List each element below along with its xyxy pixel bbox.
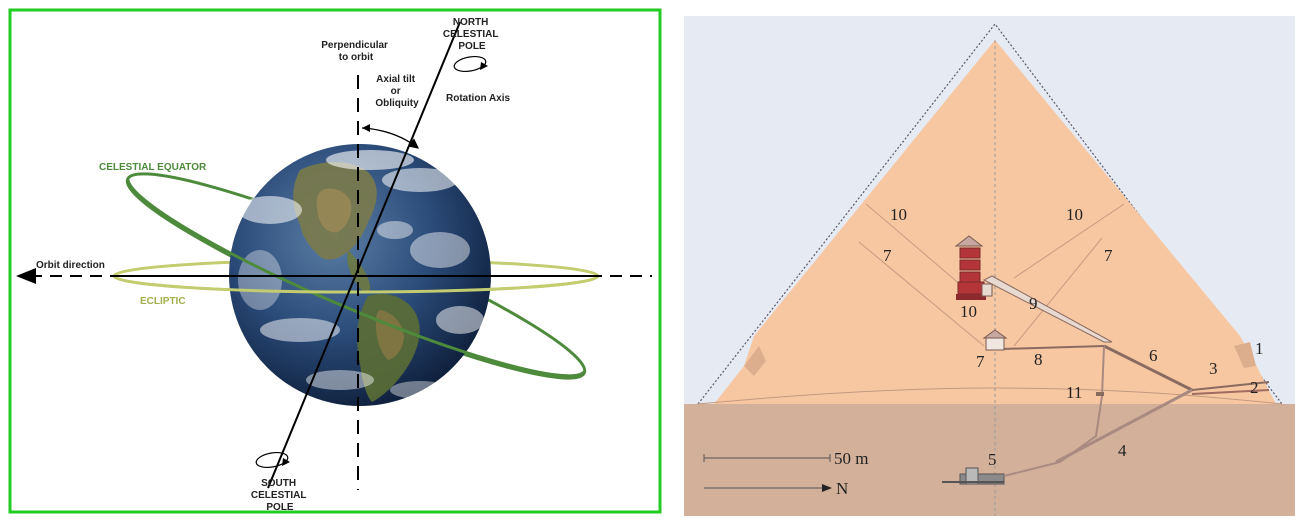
south-pole-label: SOUTH CELESTIAL POLE [251, 478, 309, 513]
ground [684, 404, 1295, 516]
pyramid-outline [697, 23, 1283, 405]
entrance-passage [1191, 381, 1270, 391]
label-7-left: 7 [883, 246, 892, 265]
label-5: 5 [988, 450, 997, 469]
label-7-bottom: 7 [976, 352, 985, 371]
celestial-equator-label: CELESTIAL EQUATOR [99, 162, 207, 173]
label-7-right: 7 [1104, 246, 1113, 265]
orbit-direction-label: Orbit direction [36, 260, 105, 271]
orbit-arrow-icon [16, 268, 36, 284]
celestial-equator-front [126, 179, 586, 378]
south-rotation-arrow-icon [255, 451, 290, 469]
air-shafts [858, 203, 1125, 347]
label-6: 6 [1149, 346, 1158, 365]
axial-tilt-label: Axial tilt or Obliquity [375, 74, 419, 109]
horizontal-passage [1001, 345, 1105, 350]
pyramid-cross-section-diagram: 1 2 3 4 5 6 7 7 7 8 9 10 10 10 11 50 m N [684, 16, 1295, 516]
subterranean-chamber [942, 461, 1061, 485]
north-rotation-arrow-icon [453, 55, 488, 73]
scale-bar: 50 m [703, 449, 868, 468]
earth-axial-tilt-diagram: NORTH CELESTIAL POLE Perpendicular to or… [8, 8, 662, 514]
north-arrow: N [704, 479, 848, 498]
ecliptic-front [112, 275, 600, 294]
ascending-passage [1103, 344, 1193, 392]
rotation-axis-label: Rotation Axis [446, 93, 511, 104]
north-label: N [836, 479, 848, 498]
ecliptic-label: ECLIPTIC [140, 296, 186, 307]
kings-chamber [954, 235, 993, 300]
label-3: 3 [1209, 359, 1218, 378]
label-8: 8 [1034, 350, 1043, 369]
scale-label: 50 m [834, 449, 868, 468]
north-arrow-icon [822, 484, 832, 492]
perpendicular-label: Perpendicular to orbit [321, 40, 390, 63]
rotation-axis-line [267, 21, 461, 489]
north-pole-label: NORTH CELESTIAL POLE [443, 17, 501, 52]
queens-chamber [982, 329, 1008, 351]
frame-border [8, 8, 662, 514]
label-4: 4 [1118, 441, 1127, 460]
label-2: 2 [1250, 378, 1259, 397]
service-shaft [1059, 345, 1105, 463]
grand-gallery [982, 275, 1113, 343]
label-1: 1 [1255, 339, 1264, 358]
label-10-right: 10 [1066, 205, 1083, 224]
label-11: 11 [1066, 383, 1082, 402]
descending-passage [1055, 388, 1193, 464]
label-10-left: 10 [890, 205, 907, 224]
label-9: 9 [1029, 294, 1038, 313]
label-10-bottom: 10 [960, 302, 977, 321]
